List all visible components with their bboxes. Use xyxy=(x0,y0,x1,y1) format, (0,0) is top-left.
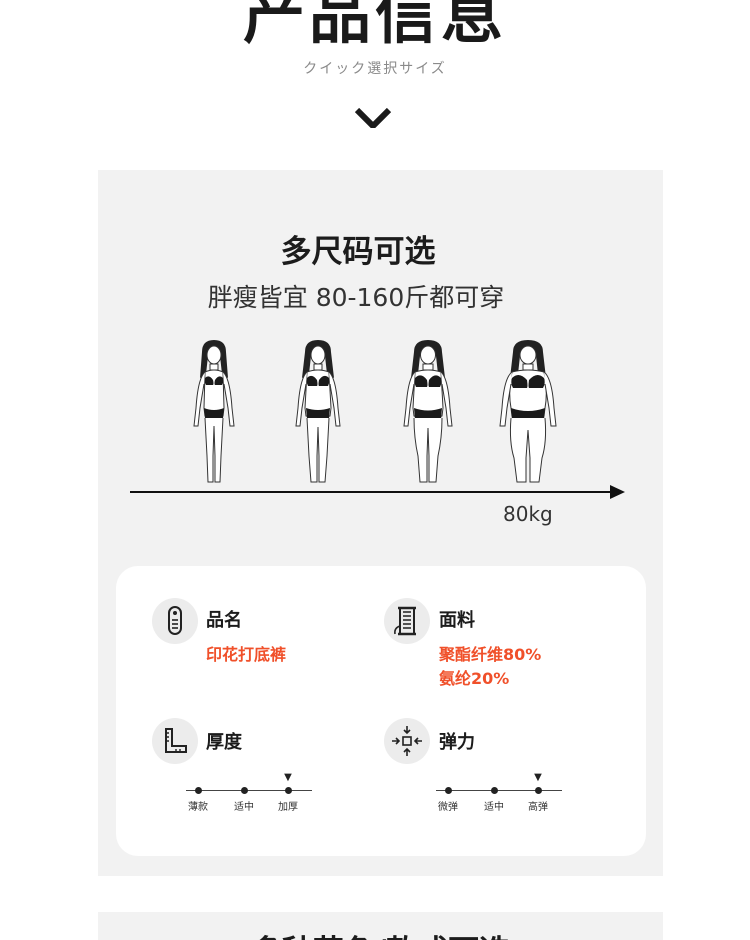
elasticity-label: 弹力 xyxy=(439,732,475,753)
scale-label: 高弹 xyxy=(528,802,548,813)
scale-point xyxy=(491,787,498,794)
scale-label: 加厚 xyxy=(278,802,298,813)
scale-point xyxy=(535,787,542,794)
fabric-value-1: 聚酯纤维80% xyxy=(439,645,542,664)
selected-marker-icon: ▼ xyxy=(284,772,292,783)
thickness-label: 厚度 xyxy=(206,732,242,753)
axis-label: 80kg xyxy=(503,502,553,526)
styles-panel: 多种花色/款式可选 xyxy=(98,912,663,940)
tag-icon xyxy=(152,598,198,644)
fabric-roll-icon xyxy=(384,598,430,644)
info-card xyxy=(116,566,646,856)
name-value: 印花打底裤 xyxy=(206,645,287,664)
name-label: 品名 xyxy=(206,610,242,631)
fabric-label: 面料 xyxy=(439,610,475,631)
fabric-value-2: 氨纶20% xyxy=(439,669,510,688)
size-section-subtitle: 胖瘦皆宜 80-160斤都可穿 xyxy=(207,283,505,312)
size-section-title: 多尺码可选 xyxy=(280,234,436,270)
chevron-down-icon xyxy=(355,108,391,128)
scale-point xyxy=(241,787,248,794)
page-subtitle: クイック選択サイズ xyxy=(303,61,447,77)
scale-label: 微弹 xyxy=(438,802,458,813)
thickness-scale: ▼ 薄款 适中 加厚 xyxy=(184,770,324,813)
ruler-icon xyxy=(152,718,198,764)
scale-point xyxy=(445,787,452,794)
slim-figure-icon xyxy=(193,340,235,483)
scale-point xyxy=(195,787,202,794)
stretch-icon xyxy=(384,718,430,764)
scale-label: 适中 xyxy=(484,802,504,813)
elasticity-scale: ▼ 微弹 适中 高弹 xyxy=(434,770,574,813)
selected-marker-icon: ▼ xyxy=(534,772,542,783)
plus-figure-icon xyxy=(499,340,557,483)
scale-label: 适中 xyxy=(234,802,254,813)
scale-point xyxy=(285,787,292,794)
full-figure-icon xyxy=(403,340,453,483)
weight-axis-arrow xyxy=(130,485,625,499)
scale-label: 薄款 xyxy=(188,802,208,813)
styles-section-title: 多种花色/款式可选 xyxy=(98,926,663,940)
page-title: 产品信息 xyxy=(242,0,507,52)
medium-figure-icon xyxy=(295,340,341,483)
